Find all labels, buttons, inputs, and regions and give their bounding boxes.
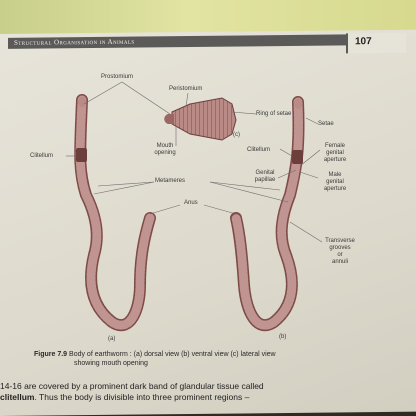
body-line2-rest: . Thus the body is divisible into three … (34, 392, 250, 402)
label-female-genital-aperture: Female genital aperture (320, 143, 350, 164)
label-papillae-line2: papillae (254, 177, 276, 183)
body-line2: clitellum. Thus the body is divisible in… (0, 392, 410, 403)
label-anus: Anus (184, 200, 198, 206)
label-transverse-line1: Transverse (325, 238, 355, 244)
label-female-line2: genital (326, 150, 344, 156)
label-male-line1: Male (328, 172, 342, 178)
label-part-c: (c) (233, 132, 240, 138)
caption-figure-number: Figure 7.9 (34, 351, 68, 358)
label-setae: Setae (318, 121, 334, 127)
label-papillae-line1: Genital (255, 170, 275, 176)
label-metameres: Metameres (155, 178, 186, 184)
label-prostomium: Prostomium (101, 74, 134, 80)
caption-line2: showing mouth opening (74, 360, 148, 367)
worm-ventral-view (230, 96, 305, 332)
label-transverse-line2: grooves (329, 245, 351, 251)
label-clitellum-right: Clitellum (247, 147, 271, 153)
label-ring-of-setae: Ring of setae (256, 111, 292, 117)
leader-lines (66, 81, 323, 243)
label-mouth-opening-line1: Mouth (156, 143, 174, 149)
label-part-a: (a) (108, 336, 116, 342)
figure-caption: Figure 7.9 Body of earthworm : (a) dorsa… (34, 350, 374, 368)
body-text: 14-16 are covered by a prominent dark ba… (0, 381, 410, 403)
label-transverse-line3: or (337, 252, 343, 258)
label-mouth-opening: Mouth opening (150, 143, 180, 157)
label-transverse-line4: annuli (331, 259, 348, 265)
label-female-line1: Female (324, 143, 345, 149)
label-male-line2: genital (326, 179, 344, 185)
worm-dorsal-view (74, 94, 156, 332)
worm-lateral-head (164, 97, 237, 141)
caption-line1: Body of earthworm : (a) dorsal view (b) … (69, 351, 276, 358)
label-peristomium: Peristomium (169, 86, 203, 92)
label-transverse-grooves: Transverse grooves or annuli (322, 238, 358, 266)
label-genital-papillae: Genital papillae (251, 170, 279, 184)
label-clitellum-left: Clitellum (30, 153, 54, 159)
label-part-b: (b) (279, 334, 287, 340)
label-mouth-opening-line2: opening (154, 150, 176, 156)
label-male-genital-aperture: Male genital aperture (320, 172, 350, 193)
label-male-line3: aperture (323, 186, 347, 192)
body-line1: 14-16 are covered by a prominent dark ba… (0, 381, 264, 391)
body-term-clitellum: clitellum (0, 392, 35, 402)
label-female-line3: aperture (323, 157, 347, 163)
